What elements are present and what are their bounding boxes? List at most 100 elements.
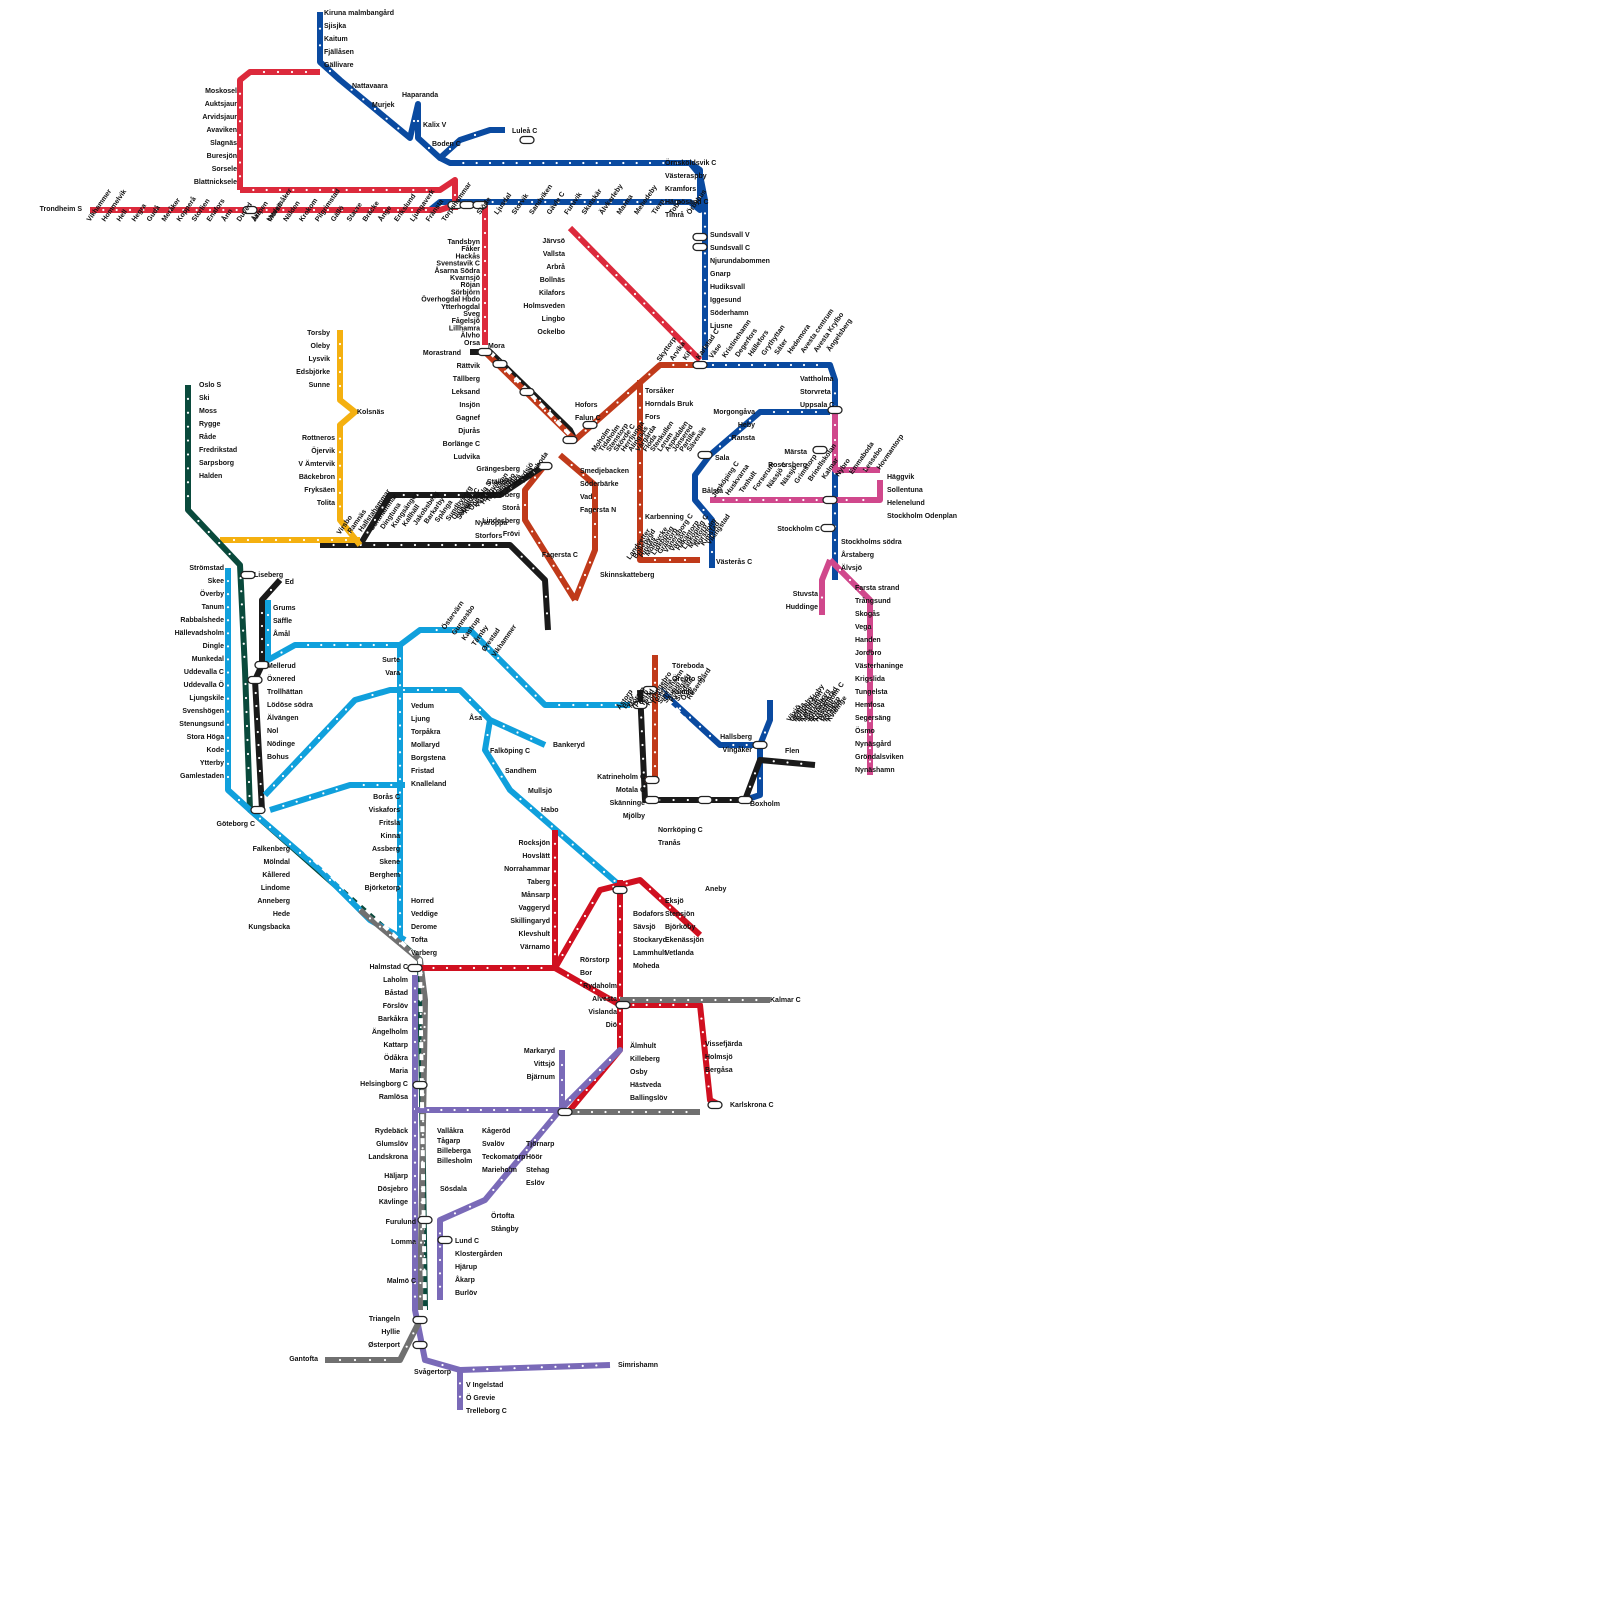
station-label: Auktsjaur [205,101,238,108]
station-dot [618,1022,622,1025]
rail-line-dala-darkred-2 [637,380,700,563]
rail-line-vastkust-purple [412,975,611,1373]
station-dot [425,188,428,192]
station-dot [238,161,242,164]
station-label: Billesholm [437,1158,472,1165]
station-dot [516,731,519,734]
station-dot [438,1232,442,1235]
station-dot [457,493,460,497]
station-label: Tjörnarp [526,1141,554,1148]
station-label: Haparanda [402,92,438,99]
station-label: Hackås [455,252,480,260]
interchange-station [612,885,628,895]
station-label: Handen [855,637,881,644]
station-label: Fågelsjö [452,317,480,325]
station-label: Rörstorp [580,957,610,964]
station-dot [618,905,622,908]
station-dot [506,666,509,669]
station-dot [625,882,628,885]
station-label: Gröndalsviken [855,754,904,761]
station-dot [643,302,646,305]
station-dot [359,643,362,647]
station-dot [724,363,728,367]
station-dot [578,236,581,239]
station-dot [398,885,402,888]
station-dot [526,966,530,970]
station-dot [247,766,250,770]
station-dot [568,940,572,944]
station-dot [400,543,403,547]
station-dot [266,643,270,647]
station-dot [413,1188,417,1191]
station-label: Sundsvall C [710,245,750,252]
station-label: Varberg [411,950,437,957]
station-dot [544,595,548,598]
station-label: Svågertorp [414,1368,451,1376]
station-label: Västeraspby [665,173,707,180]
station-dot [735,498,738,502]
station-dot [776,363,780,367]
station-label: Kattarp [383,1042,408,1049]
station-dot [330,538,334,542]
station-dot [453,193,457,197]
station-label: Marieholm [482,1167,517,1174]
station-dot [658,1003,662,1007]
station-dot [362,98,365,101]
station-dot [583,914,587,918]
station-dot [578,1088,582,1092]
station-dot [445,966,449,970]
station-dot [260,795,263,799]
station-dot [419,1281,422,1285]
station-label: Mollaryd [411,742,440,749]
interchange-station [492,359,508,369]
interchange-station [820,523,836,533]
station-dot [398,831,402,834]
station-label: Burlöv [455,1290,477,1297]
station-dot [858,588,862,592]
station-label: Häljarp [384,1173,408,1180]
station-dot [320,643,323,647]
station-dot [517,200,521,204]
station-dot [707,1085,710,1088]
station-label: Stuvsta [793,591,818,598]
station-dot [453,1108,456,1112]
station-dot [550,1118,553,1122]
interchange-station [692,242,708,252]
station-dot [272,784,276,787]
station-label: Markaryd [524,1048,555,1055]
station-dot [737,363,741,367]
station-dot [653,695,657,698]
station-dot [419,1012,422,1015]
station-dot [638,503,642,506]
station-label: Munkedal [192,656,224,663]
station-label: Älmhult [630,1042,657,1050]
station-label: Habo [541,807,559,814]
interchange-station [412,1315,428,1325]
station-dot [543,409,547,412]
station-label: Moskosel [205,88,237,95]
station-dot [168,208,172,212]
station-dot [413,1014,417,1017]
station-dot [238,106,242,109]
station-dot [239,577,242,580]
station-label: Häggvik [887,474,914,481]
station-dot [348,531,352,534]
station-label: Ramlösa [379,1094,408,1101]
interchange-station [250,805,266,815]
station-dot [344,708,348,711]
station-label: Kopparberg [480,492,520,499]
station-label: Viskafors [369,807,400,814]
station-dot [653,681,657,684]
station-dot [800,410,804,414]
station-dot [868,706,872,709]
station-label: Mullsjö [528,788,552,795]
rail-line-sodertalje-pink [819,558,833,615]
station-dot [604,1110,607,1114]
station-dot [491,200,494,204]
station-dot [577,1110,580,1114]
station-dot [570,463,573,467]
station-dot [186,397,190,400]
station-dot [226,632,230,635]
station-dot [483,273,487,277]
station-dot [237,798,241,802]
